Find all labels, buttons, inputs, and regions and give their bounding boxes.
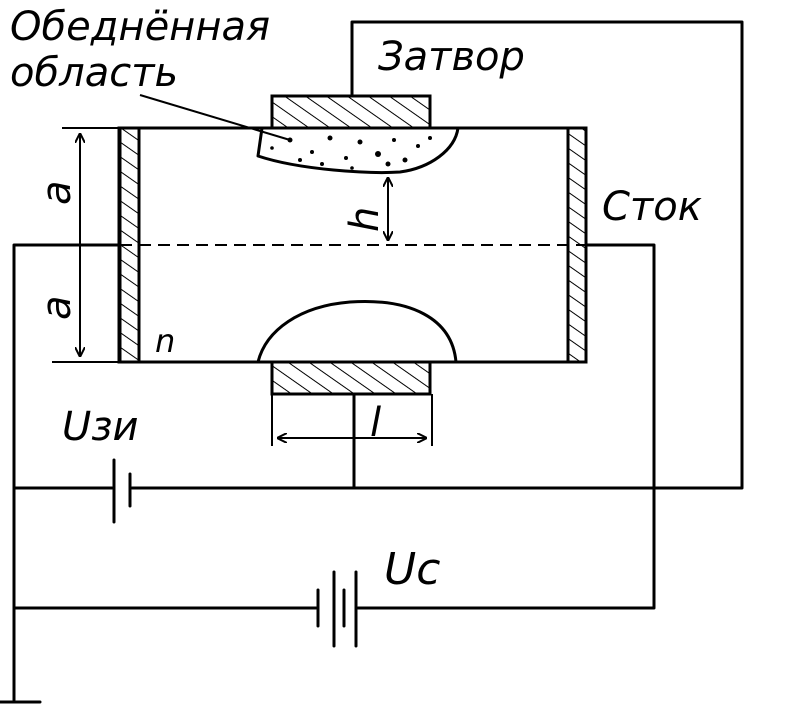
source-wire <box>12 243 122 702</box>
drain-wire <box>356 243 656 610</box>
dim-l-label: l <box>370 400 381 446</box>
n-region-label: n <box>155 322 175 360</box>
drain-contact <box>566 126 588 364</box>
depletion-label-line1: Обеднённая <box>10 4 270 50</box>
drain-label: Сток <box>602 184 702 230</box>
dim-h-label: h <box>342 207 388 232</box>
top-depletion-region <box>256 126 460 174</box>
depletion-leader <box>139 94 291 141</box>
gate-label: Затвор <box>378 34 525 80</box>
u-gate-label: Uзи <box>62 404 139 450</box>
u-drain-label: Uc <box>384 544 440 595</box>
source-contact <box>117 126 141 364</box>
dim-a-bottom-label: a <box>34 295 80 320</box>
dim-a-top-label: a <box>34 180 80 205</box>
bottom-gate <box>270 360 432 396</box>
gate-wire <box>130 20 744 490</box>
bottom-depletion-region <box>256 300 458 364</box>
depletion-dots <box>270 135 432 170</box>
top-gate <box>270 94 432 130</box>
depletion-label-line2: область <box>10 50 178 96</box>
